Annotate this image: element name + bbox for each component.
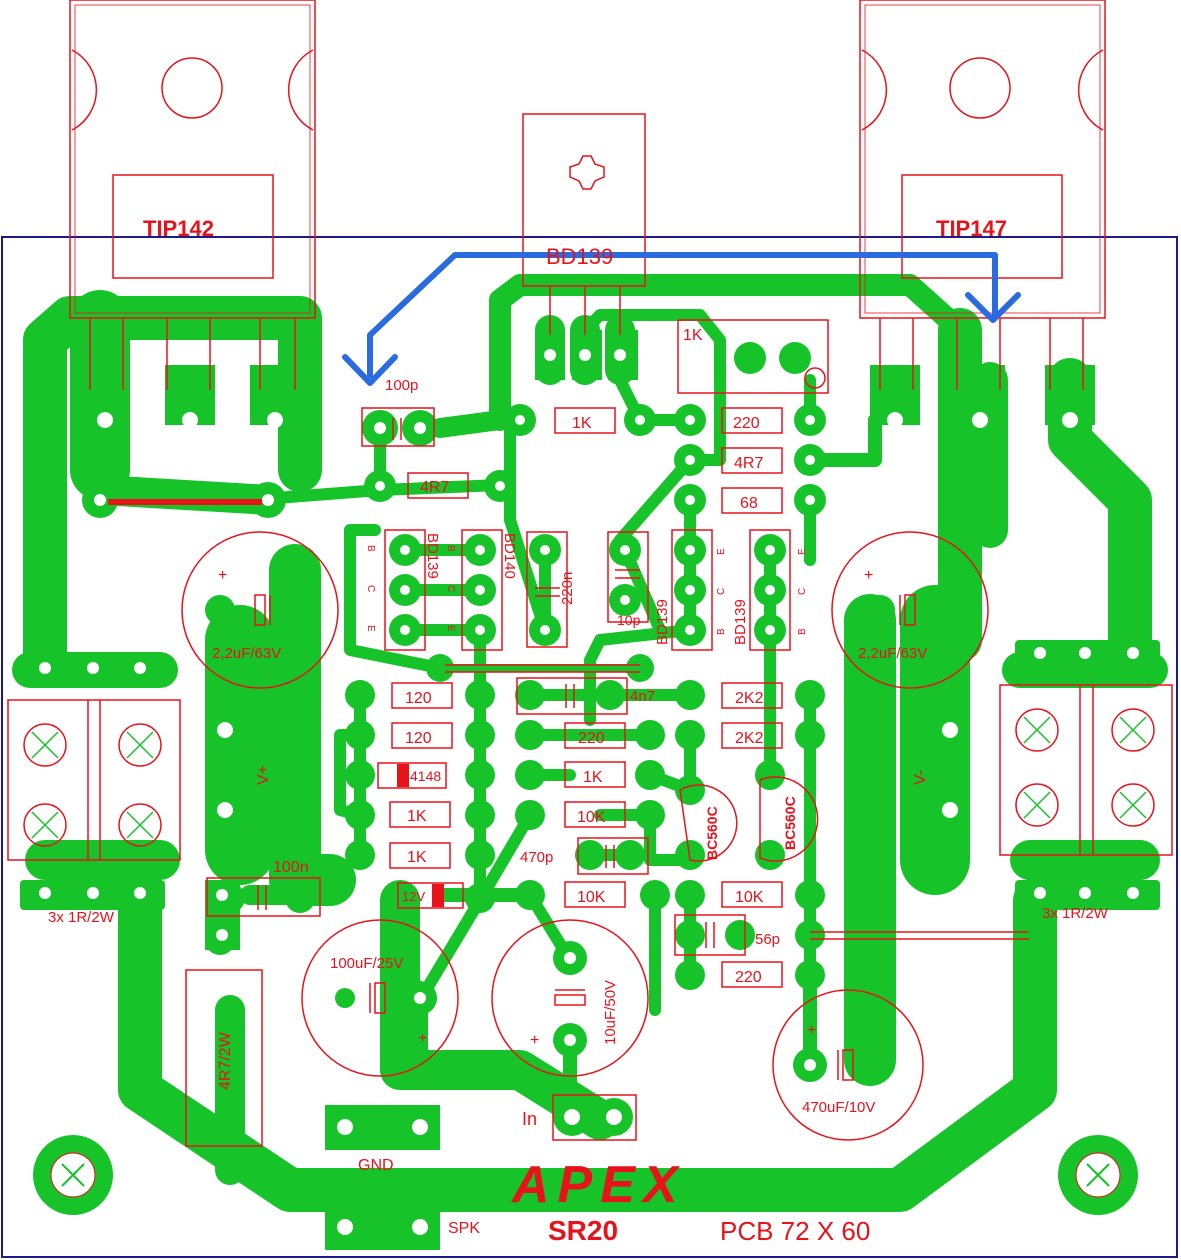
label-r-4r7-2w: 4R7/2W bbox=[217, 1031, 234, 1090]
pin-b-1: B bbox=[365, 545, 376, 552]
label-r-220-top: 220 bbox=[733, 415, 760, 432]
label-c-4n7: 4n7 bbox=[630, 688, 655, 705]
label-pot-1k: 1K bbox=[683, 327, 703, 344]
plus-c-100u: + bbox=[418, 1030, 427, 1047]
pin-b-3: B bbox=[716, 628, 727, 635]
labels: TIP142 TIP147 BD139 1K 100p 1K 220 4R7 6… bbox=[48, 216, 1109, 1246]
mounting-hole-right bbox=[1058, 1135, 1138, 1215]
pin-b-4: B bbox=[797, 628, 808, 635]
label-c-470p: 470p bbox=[520, 849, 553, 866]
label-bd139-left: BD139 bbox=[424, 533, 441, 579]
plus-c-2u2-left: + bbox=[218, 567, 227, 584]
label-r-1k-mid: 1K bbox=[583, 769, 603, 786]
thermal-arrow bbox=[342, 252, 1021, 386]
label-tip142: TIP142 bbox=[143, 216, 214, 241]
label-c-470u: 470uF/10V bbox=[802, 1099, 875, 1116]
label-c-10u: 10uF/50V bbox=[602, 980, 619, 1045]
label-r-4r7-right: 4R7 bbox=[734, 455, 763, 472]
label-r-120-a: 120 bbox=[405, 690, 432, 707]
label-r-1k-top: 1K bbox=[572, 415, 592, 432]
label-c-2u2-right: 2,2uF/63V bbox=[858, 645, 927, 662]
label-r-2k2-a: 2K2 bbox=[735, 690, 764, 707]
label-c-220n: 220n bbox=[559, 572, 576, 605]
label-100p: 100p bbox=[385, 377, 418, 394]
pin-c-3: C bbox=[716, 588, 727, 595]
label-r-220-bot: 220 bbox=[735, 969, 762, 986]
label-d-12v: 12V bbox=[402, 889, 425, 904]
pin-b-2: B bbox=[445, 545, 456, 552]
logo-apex: APEX bbox=[510, 1156, 686, 1214]
pin-c-2: C bbox=[445, 585, 456, 592]
label-bd139-right: BD139 bbox=[654, 599, 671, 645]
plus-c-470u: + bbox=[807, 1022, 816, 1039]
label-c-100n: 100n bbox=[273, 859, 309, 876]
pin-c-4: C bbox=[797, 588, 808, 595]
label-r-10k-b: 10K bbox=[577, 889, 606, 906]
plus-c-2u2-right: + bbox=[864, 567, 873, 584]
label-r-2k2-b: 2K2 bbox=[735, 730, 764, 747]
label-bc560-1: BC560C bbox=[704, 806, 720, 860]
label-vplus: V+ bbox=[255, 765, 272, 785]
label-r-10k-a: 10K bbox=[577, 809, 606, 826]
label-emitter-left: 3x 1R/2W bbox=[48, 909, 115, 926]
label-gnd: GND bbox=[358, 1157, 394, 1174]
label-pcb-size: PCB 72 X 60 bbox=[720, 1216, 870, 1246]
label-emitter-right: 3x 1R/2W bbox=[1042, 905, 1109, 922]
label-r-4r7-left: 4R7 bbox=[420, 479, 449, 496]
label-r-120-b: 120 bbox=[405, 730, 432, 747]
label-bd139-top: BD139 bbox=[546, 244, 613, 269]
label-bd139-far: BD139 bbox=[732, 599, 749, 645]
label-bd140: BD140 bbox=[501, 533, 518, 579]
label-c-56p: 56p bbox=[755, 931, 780, 948]
label-in: In bbox=[522, 1109, 537, 1129]
pad-layer bbox=[20, 330, 1160, 1250]
pin-e-4: E bbox=[797, 548, 808, 555]
pin-c-1: C bbox=[365, 585, 376, 592]
mounting-hole-left bbox=[33, 1135, 113, 1215]
label-r-1k-b: 1K bbox=[407, 849, 427, 866]
label-c-2u2-left: 2,2uF/63V bbox=[212, 645, 281, 662]
silkscreen-layer bbox=[7, 0, 1173, 1147]
label-c-100u: 100uF/25V bbox=[330, 955, 403, 972]
pin-e-2: E bbox=[445, 625, 456, 632]
label-tip147: TIP147 bbox=[936, 216, 1007, 241]
label-d-4148: 4148 bbox=[410, 768, 441, 784]
label-model: SR20 bbox=[548, 1215, 618, 1246]
label-spk: SPK bbox=[448, 1220, 480, 1237]
label-r-10k-c: 10K bbox=[735, 889, 764, 906]
resistor-markers bbox=[31, 716, 1147, 839]
plus-c-10u: + bbox=[530, 1032, 539, 1049]
pin-e-3: E bbox=[716, 548, 727, 555]
board-outline bbox=[1, 236, 1178, 1258]
label-r-1k-a: 1K bbox=[407, 808, 427, 825]
pin-e-1: E bbox=[365, 625, 376, 632]
label-r-220-mid: 220 bbox=[578, 730, 605, 747]
diode-band-4148 bbox=[397, 764, 409, 787]
label-r-68: 68 bbox=[740, 495, 758, 512]
label-c-10p: 10p bbox=[617, 612, 641, 628]
capacitor-symbols bbox=[254, 418, 916, 1081]
label-bc560-2: BC560C bbox=[782, 796, 798, 850]
diode-band-12v bbox=[432, 884, 444, 907]
label-vminus: V- bbox=[912, 770, 929, 785]
